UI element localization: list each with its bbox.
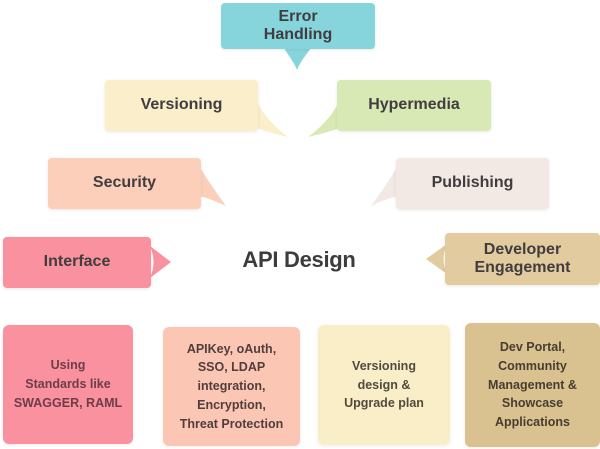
interface-tail <box>150 246 171 278</box>
bubble-security: Security <box>48 158 201 209</box>
detail-box-developer-engagement: Dev Portal, Community Management & Showc… <box>465 323 600 447</box>
detail-box-label: Versioning design & Upgrade plan <box>344 358 424 411</box>
versioning-tail <box>256 100 288 137</box>
detail-box-label: APIKey, oAuth, SSO, LDAP integration, En… <box>179 341 284 431</box>
detail-box-versioning: Versioning design & Upgrade plan <box>318 325 450 445</box>
bubble-label: Interface <box>43 253 111 271</box>
bubble-label: Error Handling <box>263 7 333 43</box>
detail-box-label: Using Standards like SWAGGER, RAML <box>13 358 123 410</box>
hypermedia-tail <box>308 100 340 137</box>
bubble-hypermedia: Hypermedia <box>337 80 491 131</box>
developer-engagement-tail <box>426 244 447 274</box>
error-handling-tail <box>284 48 311 70</box>
bubble-label: Developer Engagement <box>474 240 571 276</box>
bubble-error-handling: Error Handling <box>221 3 375 49</box>
bubble-interface: Interface <box>3 237 151 288</box>
detail-box-label: Dev Portal, Community Management & Showc… <box>488 340 577 430</box>
bubble-publishing: Publishing <box>396 158 549 209</box>
bubble-label: Security <box>92 174 157 192</box>
bubble-label: Versioning <box>140 96 223 114</box>
bubble-versioning: Versioning <box>105 80 258 131</box>
security-tail <box>199 166 226 206</box>
detail-box-interface: Using Standards like SWAGGER, RAML <box>3 325 133 444</box>
bubble-label: Hypermedia <box>368 96 460 114</box>
publishing-tail <box>371 166 398 206</box>
detail-box-security: APIKey, oAuth, SSO, LDAP integration, En… <box>163 327 300 446</box>
central-title: API Design <box>242 247 356 272</box>
bubble-label: Publishing <box>431 174 514 192</box>
bubble-developer-engagement: Developer Engagement <box>445 233 600 285</box>
